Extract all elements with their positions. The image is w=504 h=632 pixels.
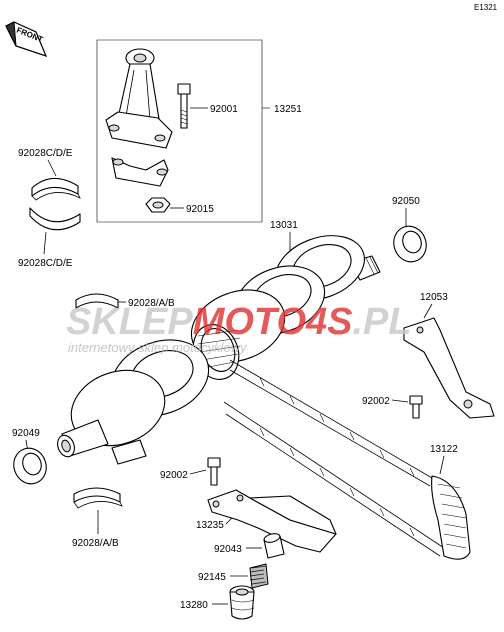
label-13251: 13251	[274, 104, 302, 115]
bearing-shell-upper-part	[31, 177, 81, 201]
connecting-rod-part	[105, 48, 173, 187]
main-bearing-shell-lower-part	[73, 487, 123, 509]
oil-seal-92049-part	[13, 447, 47, 485]
plunger-92043-part	[263, 533, 285, 559]
label-92015: 92015	[186, 204, 214, 215]
label-13235: 13235	[196, 520, 224, 531]
oil-seal-92050-part	[393, 225, 427, 263]
spring-92145-part	[249, 563, 269, 589]
nut-92015-part	[145, 197, 171, 213]
label-92043: 92043	[214, 544, 242, 555]
label-92028ab-top: 92028/A/B	[128, 298, 175, 309]
watermark-brand-num: 4S	[305, 301, 352, 343]
crankshaft-part	[57, 235, 381, 465]
label-92028cde-bottom: 92028C/D/E	[18, 258, 73, 269]
bolt-92002-lower-part	[207, 457, 221, 486]
label-92028cde-top: 92028C/D/E	[18, 148, 73, 159]
label-13280: 13280	[180, 600, 208, 611]
bolt-92002-right-part	[409, 395, 423, 419]
label-92050: 92050	[392, 196, 420, 207]
label-92028ab-bottom: 92028/A/B	[72, 538, 119, 549]
diagram-code: E1321	[474, 3, 498, 12]
label-12053: 12053	[420, 292, 448, 303]
main-bearing-shell-upper-part	[75, 293, 119, 309]
label-92002-lower: 92002	[160, 470, 188, 481]
watermark-brand-gray: SKLEP	[66, 301, 193, 343]
tensioner-guide-13235-part	[207, 489, 337, 553]
svg-text:SKLEPMOTO4S.PL: SKLEPMOTO4S.PL	[66, 301, 412, 343]
label-13031: 13031	[270, 220, 298, 231]
front-arrow-badge: FRONT	[5, 21, 48, 57]
watermark-brand-tld: .PL	[352, 301, 411, 343]
bearing-shell-lower-part	[29, 207, 81, 231]
bolt-92001-part	[177, 83, 191, 129]
label-92001: 92001	[210, 104, 238, 115]
watermark-brand-red: MOTO	[193, 301, 306, 343]
connecting-rod-assembly-box	[96, 39, 270, 223]
holder-13280-part	[229, 585, 255, 620]
label-13122: 13122	[430, 444, 458, 455]
cam-chain-13122-part	[223, 359, 471, 560]
label-92049: 92049	[12, 428, 40, 439]
label-92002-right: 92002	[362, 396, 390, 407]
watermark: SKLEPMOTO4S.PL internetowy sklep motocyk…	[66, 301, 412, 355]
watermark-tagline: internetowy sklep motocyklowy	[68, 340, 248, 355]
label-92145: 92145	[198, 572, 226, 583]
chain-guide-12053-part	[403, 317, 495, 419]
